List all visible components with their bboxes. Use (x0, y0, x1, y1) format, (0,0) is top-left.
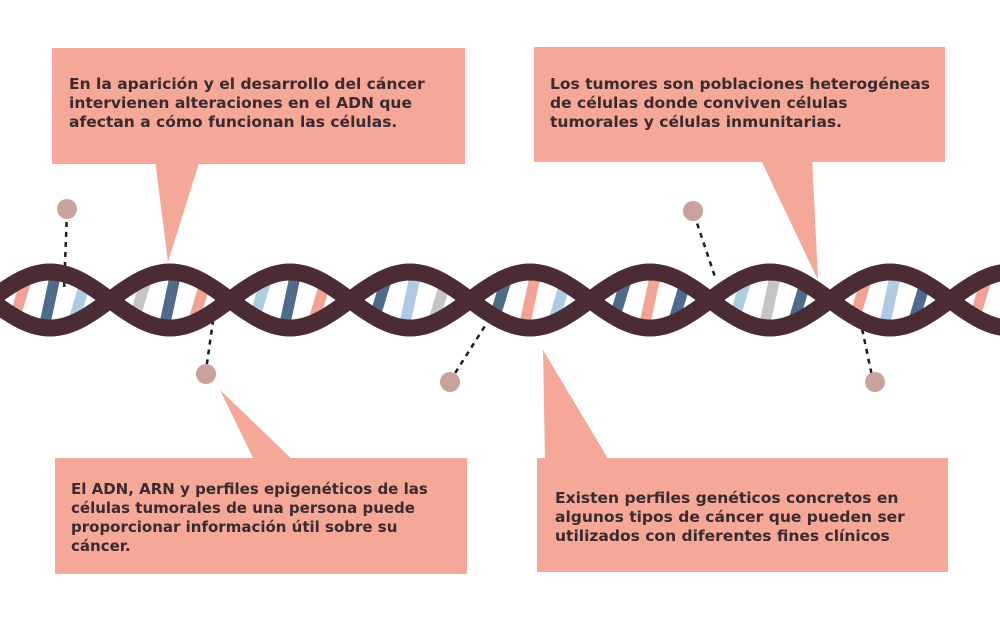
callout-top-right: Los tumores son poblaciones heterogéneas… (534, 47, 945, 162)
dna-helix (0, 263, 1000, 337)
callout-bg-top-right (534, 47, 945, 162)
callout-tail-bottom-right (543, 350, 610, 462)
base-pair-bar (158, 270, 182, 330)
callout-top-left: En la aparición y el desarrollo del cánc… (52, 48, 465, 164)
pin-dot (865, 372, 885, 392)
callout-text: En la aparición y el desarrollo del cánc… (69, 75, 425, 131)
base-pair-bar (278, 270, 302, 330)
pin-dot (683, 201, 703, 221)
base-pair-bar (398, 270, 422, 330)
dna-strand-b (0, 263, 1000, 337)
dna-strand-a (0, 263, 1000, 337)
callout-text: Los tumores son poblaciones heterogéneas… (550, 75, 931, 131)
pin-dot (57, 199, 77, 219)
callout-tail-top-right (760, 158, 818, 280)
base-pair-bar (878, 270, 902, 330)
pin-dots (57, 199, 885, 392)
callout-bg-bottom-left (55, 458, 467, 574)
callout-text: Existen perfiles genéticos concretos en … (555, 489, 905, 545)
pin-dot (440, 372, 460, 392)
callout-bottom-right: Existen perfiles genéticos concretos en … (537, 458, 948, 572)
callout-text: El ADN, ARN y perfiles epigenéticos de l… (71, 480, 428, 555)
callout-bottom-left: El ADN, ARN y perfiles epigenéticos de l… (55, 458, 467, 574)
pin-dot (196, 364, 216, 384)
callout-bg-bottom-right (537, 458, 948, 572)
base-pair-bar (518, 270, 542, 330)
base-pair-bar (758, 270, 782, 330)
base-pair-bar (38, 270, 62, 330)
base-pair-bar (638, 270, 662, 330)
callout-bg-top-left (52, 48, 465, 164)
callout-tail-bottom-left (220, 390, 295, 462)
callout-tail-top-left (155, 160, 200, 262)
